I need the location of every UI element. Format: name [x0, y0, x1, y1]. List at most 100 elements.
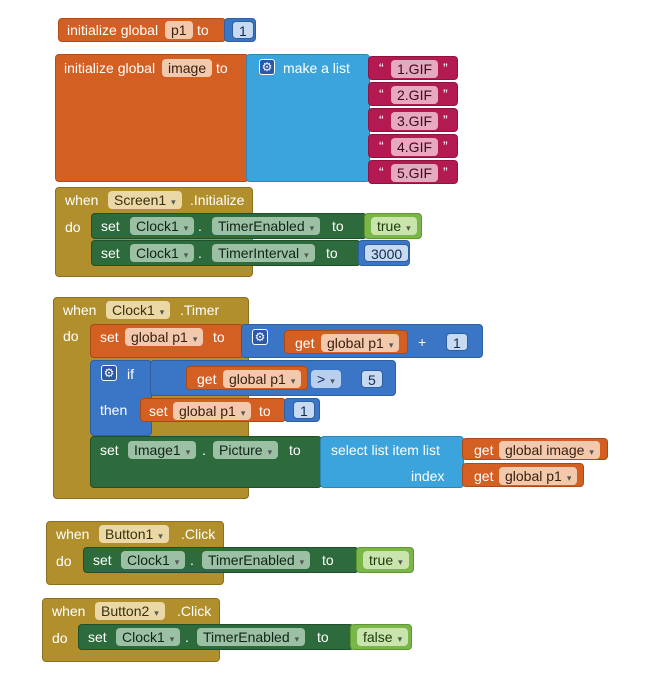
- to-label: to: [213, 329, 225, 345]
- boolean-block[interactable]: true▾: [356, 547, 414, 573]
- variable-dropdown[interactable]: global p1▾: [321, 334, 400, 352]
- get-global-p1-block[interactable]: get global p1▾: [462, 463, 584, 487]
- then-label: then: [100, 402, 128, 418]
- do-label: do: [63, 328, 79, 344]
- component-dropdown[interactable]: Clock1▾: [121, 551, 186, 569]
- text-value[interactable]: 3.GIF: [391, 112, 439, 130]
- boolean-block[interactable]: false▾: [350, 624, 412, 650]
- component-dropdown[interactable]: Button2▾: [95, 602, 165, 620]
- dot-label: .: [198, 218, 202, 234]
- variable-dropdown[interactable]: global p1▾: [499, 467, 578, 485]
- close-quote: ”: [443, 138, 448, 154]
- gear-icon[interactable]: ⚙: [252, 329, 268, 345]
- set-global-p1-block[interactable]: set global p1▾ to: [140, 398, 286, 422]
- gear-icon[interactable]: ⚙: [101, 365, 117, 381]
- property-dropdown[interactable]: TimerEnabled▾: [212, 217, 321, 235]
- number-value[interactable]: 3000: [364, 244, 410, 262]
- number-block[interactable]: 3000: [358, 240, 410, 266]
- make-list-label: make a list: [283, 60, 350, 76]
- get-global-p1-block[interactable]: get global p1▾: [186, 366, 308, 390]
- component-dropdown[interactable]: Clock1▾: [130, 244, 195, 262]
- boolean-block[interactable]: true▾: [364, 213, 422, 239]
- boolean-dropdown[interactable]: false▾: [357, 628, 409, 646]
- dot-label: .: [190, 552, 194, 568]
- close-quote: ”: [443, 86, 448, 102]
- set-timer-enabled-block[interactable]: set Clock1▾ . TimerEnabled▾ to: [91, 213, 367, 239]
- set-label: set: [101, 218, 120, 234]
- component-dropdown[interactable]: Clock1▾: [130, 217, 195, 235]
- variable-dropdown[interactable]: global p1▾: [125, 328, 204, 346]
- set-timer-enabled-block[interactable]: set Clock1▾ . TimerEnabled▾ to: [83, 547, 359, 573]
- set-label: set: [88, 629, 107, 645]
- get-label: get: [295, 335, 315, 351]
- variable-dropdown[interactable]: global p1▾: [223, 370, 302, 388]
- var-name-p1[interactable]: p1: [165, 21, 193, 39]
- open-quote: “: [379, 86, 384, 102]
- close-quote: ”: [443, 112, 448, 128]
- number-value[interactable]: 5: [361, 370, 383, 388]
- var-name-image[interactable]: image: [162, 59, 213, 77]
- get-global-image-block[interactable]: get global image▾: [462, 438, 608, 460]
- variable-dropdown[interactable]: global image▾: [499, 441, 600, 459]
- property-dropdown[interactable]: TimerInterval▾: [212, 244, 315, 262]
- select-list-item-block[interactable]: select list item list index: [320, 436, 464, 488]
- index-label: index: [411, 468, 445, 484]
- init-p1-block[interactable]: initialize global p1 to: [58, 18, 226, 42]
- text-value[interactable]: 5.GIF: [391, 164, 439, 182]
- dot-label: .: [202, 442, 206, 458]
- init-label: initialize global: [67, 22, 159, 38]
- to-label: to: [322, 552, 334, 568]
- do-label: do: [56, 553, 72, 569]
- to-label: to: [259, 403, 271, 419]
- get-global-p1-block[interactable]: get global p1▾: [284, 330, 408, 354]
- gear-icon[interactable]: ⚙: [259, 59, 275, 75]
- open-quote: “: [379, 60, 384, 76]
- make-list-block[interactable]: ⚙ make a list: [246, 54, 370, 182]
- component-dropdown[interactable]: Image1▾: [128, 441, 197, 459]
- number-block[interactable]: 1: [224, 18, 256, 42]
- number-value[interactable]: 1: [293, 401, 315, 419]
- set-global-p1-block[interactable]: set global p1▾ to: [90, 324, 244, 358]
- get-label: get: [474, 468, 494, 484]
- operator-dropdown[interactable]: >▾: [311, 370, 341, 388]
- text-string-block[interactable]: “5.GIF”: [368, 160, 458, 184]
- text-string-block[interactable]: “ 4.GIF”: [368, 134, 458, 158]
- boolean-dropdown[interactable]: true▾: [363, 551, 409, 569]
- text-string-block[interactable]: “3.GIF”: [368, 108, 458, 132]
- component-dropdown[interactable]: Button1▾: [99, 525, 169, 543]
- to-label: to: [216, 60, 228, 76]
- property-dropdown[interactable]: TimerEnabled▾: [202, 551, 311, 569]
- to-label: to: [289, 442, 301, 458]
- init-image-block[interactable]: initialize global image to: [55, 54, 249, 182]
- component-dropdown[interactable]: Clock1▾: [116, 628, 181, 646]
- text-value[interactable]: 4.GIF: [391, 138, 439, 156]
- event-name: .Click: [177, 603, 212, 619]
- component-dropdown[interactable]: Screen1▾: [108, 191, 182, 209]
- text-value[interactable]: 1.GIF: [391, 60, 439, 78]
- when-label: when: [52, 603, 86, 619]
- component-dropdown[interactable]: Clock1▾: [106, 301, 171, 319]
- set-timer-interval-block[interactable]: set Clock1▾ . TimerInterval▾ to: [91, 240, 361, 266]
- set-image-picture-block[interactable]: set Image1▾ . Picture▾ to: [90, 436, 322, 488]
- variable-dropdown[interactable]: global p1▾: [173, 402, 252, 420]
- set-label: set: [100, 442, 119, 458]
- number-block[interactable]: 1: [284, 398, 320, 422]
- text-string-block[interactable]: “1.GIF”: [368, 56, 458, 80]
- to-label: to: [317, 629, 329, 645]
- set-label: set: [149, 403, 168, 419]
- boolean-dropdown[interactable]: true▾: [371, 217, 417, 235]
- event-name: .Timer: [180, 302, 220, 318]
- do-label: do: [65, 219, 81, 235]
- open-quote: “: [379, 138, 384, 154]
- set-timer-enabled-block[interactable]: set Clock1▾ . TimerEnabled▾ to: [78, 624, 354, 650]
- property-dropdown[interactable]: TimerEnabled▾: [197, 628, 306, 646]
- do-label: do: [52, 630, 68, 646]
- get-label: get: [474, 442, 494, 458]
- number-value[interactable]: 1: [232, 21, 254, 39]
- set-label: set: [101, 245, 120, 261]
- property-dropdown[interactable]: Picture▾: [213, 441, 279, 459]
- text-string-block[interactable]: “ 2.GIF”: [368, 82, 458, 106]
- number-value[interactable]: 1: [446, 333, 468, 351]
- text-value[interactable]: 2.GIF: [391, 86, 439, 104]
- set-label: set: [100, 329, 119, 345]
